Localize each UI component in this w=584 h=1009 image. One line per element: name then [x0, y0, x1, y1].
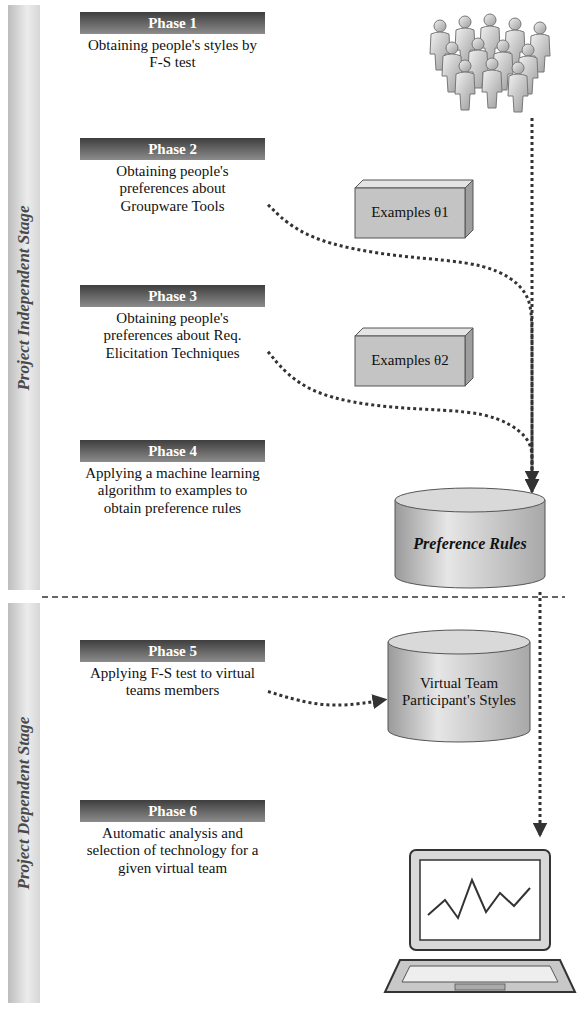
phase-heading: Phase 3 — [80, 285, 265, 307]
store-label: Preference Rules — [413, 535, 526, 553]
stage-band: Project Independent Stage — [8, 5, 40, 590]
stage-label: Project Dependent Stage — [14, 717, 34, 890]
laptop-icon — [385, 850, 575, 992]
phase-heading: Phase 6 — [80, 800, 265, 822]
phase-block: Phase 6Automatic analysis and selection … — [80, 800, 265, 881]
phase-heading: Phase 5 — [80, 640, 265, 662]
people-icon — [430, 14, 550, 112]
phase-heading: Phase 1 — [80, 12, 265, 34]
phase-description: Applying a machine learning algorithm to… — [80, 462, 265, 521]
stage-band: Project Dependent Stage — [8, 603, 40, 1003]
phase-description: Obtaining people's styles by F-S test — [80, 34, 265, 76]
stage-divider — [42, 596, 565, 598]
phase-description: Obtaining people's preferences about Req… — [80, 307, 265, 366]
phase-block: Phase 2Obtaining people's preferences ab… — [80, 138, 265, 219]
phase-block: Phase 4Applying a machine learning algor… — [80, 440, 265, 521]
store-label: Virtual Team Participant's Styles — [396, 675, 522, 710]
example-box: Examples θ2 — [355, 328, 473, 386]
phase-block: Phase 1Obtaining people's styles by F-S … — [80, 12, 265, 76]
data-store-cylinder: Virtual Team Participant's Styles — [388, 630, 530, 742]
phase-heading: Phase 4 — [80, 440, 265, 462]
phase-heading: Phase 2 — [80, 138, 265, 160]
phase-block: Phase 3Obtaining people's preferences ab… — [80, 285, 265, 366]
example-box: Examples θ1 — [355, 180, 473, 238]
phase-description: Automatic analysis and selection of tech… — [80, 822, 265, 881]
flow-arrow — [268, 692, 386, 706]
flow-arrow — [268, 205, 532, 492]
example-label: Examples θ1 — [371, 204, 449, 221]
phase-block: Phase 5Applying F-S test to virtual team… — [80, 640, 265, 704]
example-label: Examples θ2 — [371, 352, 449, 369]
stage-label: Project Independent Stage — [14, 205, 34, 390]
data-store-cylinder: Preference Rules — [395, 488, 545, 588]
phase-description: Obtaining people's preferences about Gro… — [80, 160, 265, 219]
phase-description: Applying F-S test to virtual teams membe… — [80, 662, 265, 704]
flow-line — [539, 592, 542, 836]
